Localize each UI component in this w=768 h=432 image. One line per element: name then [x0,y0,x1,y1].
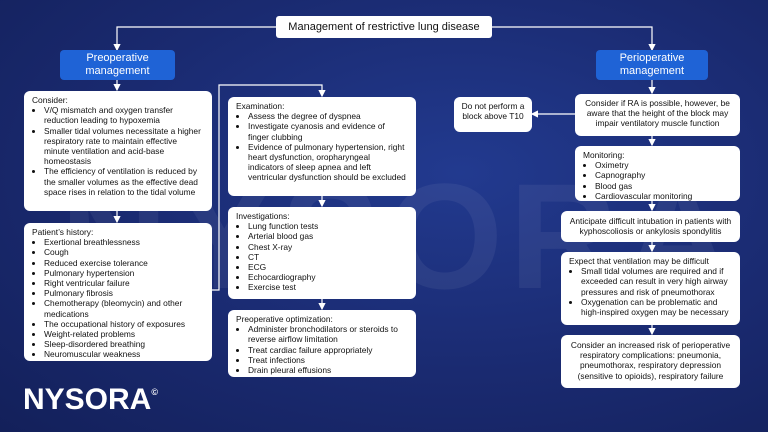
respiratory-risk-box: Consider an increased risk of perioperat… [561,335,740,388]
consider-heading: Consider: [32,95,68,105]
investigations-heading: Investigations: [236,211,290,221]
history-item: Reduced exercise tolerance [44,258,204,268]
consider-item: The efficiency of ventilation is reduced… [44,166,204,197]
history-item: The occupational history of exposures [44,319,204,329]
diagram-title: Management of restrictive lung disease [276,16,492,38]
optimization-item: Administer bronchodilators or steroids t… [248,324,408,344]
examination-item: Investigate cyanosis and evidence of fin… [248,121,408,141]
history-heading: Patient’s history: [32,227,94,237]
optimization-item: Treat cardiac failure appropriately [248,345,408,355]
investigation-item: ECG [248,262,408,272]
preoperative-management-label: Preoperative management [60,50,175,80]
difficult-intubation-box: Anticipate difficult intubation in patie… [561,211,740,242]
logo-text: NYSORA [23,383,152,416]
history-item: Chemotherapy (bleomycin) and other medic… [44,298,204,318]
examination-item: Evidence of pulmonary hypertension, righ… [248,142,408,183]
optimization-item: Drain pleural effusions [248,365,408,375]
perioperative-management-label: Perioperative management [596,50,708,80]
history-item: Sleep-disordered breathing [44,339,204,349]
monitoring-box: Monitoring: Oximetry Capnography Blood g… [575,146,740,201]
consider-box: Consider: V/Q mismatch and oxygen transf… [24,91,212,211]
monitoring-item: Cardiovascular monitoring [595,191,732,201]
no-block-box: Do not perform a block above T10 [454,97,532,132]
examination-box: Examination: Assess the degree of dyspne… [228,97,416,196]
investigation-item: CT [248,252,408,262]
investigation-item: Exercise test [248,282,408,292]
ventilation-item: Oxygenation can be problematic and high-… [581,297,732,317]
nysora-logo: NYSORA© [23,383,158,417]
investigation-item: Arterial blood gas [248,231,408,241]
history-item: Pulmonary fibrosis [44,288,204,298]
difficult-ventilation-box: Expect that ventilation may be difficult… [561,252,740,325]
monitoring-item: Capnography [595,170,732,180]
examination-heading: Examination: [236,101,285,111]
investigation-item: Echocardiography [248,272,408,282]
optimization-heading: Preoperative optimization: [236,314,333,324]
consider-ra-box: Consider if RA is possible, however, be … [575,94,740,136]
history-item: Right ventricular failure [44,278,204,288]
ventilation-heading: Expect that ventilation may be difficult [569,256,709,266]
consider-item: V/Q mismatch and oxygen transfer reducti… [44,105,204,125]
history-item: Neuromuscular weakness [44,349,204,359]
investigation-item: Lung function tests [248,221,408,231]
copyright-mark: © [151,387,158,397]
history-item: Cough [44,247,204,257]
history-item: Exertional breathlessness [44,237,204,247]
ventilation-item: Small tidal volumes are required and if … [581,266,732,297]
monitoring-item: Oximetry [595,160,732,170]
monitoring-heading: Monitoring: [583,150,625,160]
investigations-box: Investigations: Lung function tests Arte… [228,207,416,299]
history-item: Weight-related problems [44,329,204,339]
preoperative-optimization-box: Preoperative optimization: Administer br… [228,310,416,377]
consider-item: Smaller tidal volumes necessitate a high… [44,126,204,167]
monitoring-item: Blood gas [595,181,732,191]
examination-item: Assess the degree of dyspnea [248,111,408,121]
optimization-item: Treat infections [248,355,408,365]
patient-history-box: Patient’s history: Exertional breathless… [24,223,212,361]
history-item: Pulmonary hypertension [44,268,204,278]
investigation-item: Chest X-ray [248,242,408,252]
